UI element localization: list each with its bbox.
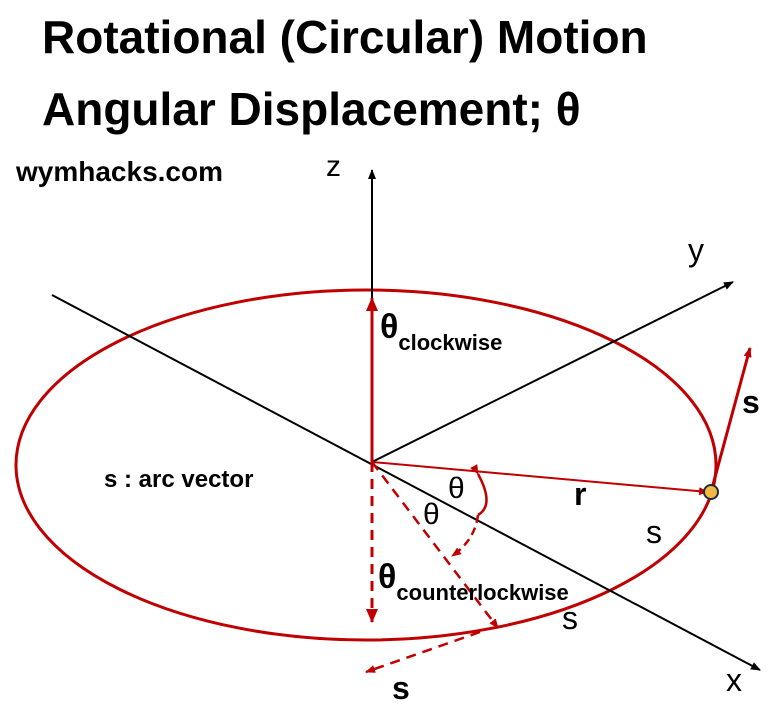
theta-arc-cw: [451, 514, 480, 558]
site-label: wymhacks.com: [16, 156, 223, 187]
x-axis-label: x: [726, 662, 742, 698]
title-line1: Rotational (Circular) Motion: [42, 11, 648, 63]
particle-point: [703, 484, 719, 500]
theta-label-2: θ: [423, 498, 440, 531]
theta-arc-ccw: [470, 464, 488, 517]
theta-symbol: θ: [378, 558, 397, 596]
clockwise-subscript: clockwise: [398, 330, 503, 355]
counterclockwise-subscript: counterlockwise: [396, 580, 569, 605]
arc-vector-label: s : arc vector: [104, 466, 254, 493]
title-line2: Angular Displacement; θ: [42, 83, 581, 135]
r-label: r: [574, 476, 587, 512]
theta-symbol: θ: [380, 308, 399, 346]
theta-counterclockwise-label: θcounterlockwise: [378, 558, 569, 605]
r-rotated-dashed: [371, 461, 499, 629]
s-arc-label-1: s: [646, 514, 662, 550]
r-vector: [371, 461, 709, 496]
s-vector-tangent: [709, 347, 752, 493]
theta-label-1: θ: [448, 472, 465, 505]
theta-clockwise-label: θclockwise: [380, 308, 502, 355]
x-axis: [51, 294, 761, 671]
s-arc-label-2: s: [562, 600, 578, 636]
s-vector-label-2: s: [392, 670, 410, 706]
y-axis-label: y: [688, 232, 704, 268]
s-vector-label-1: s: [742, 384, 760, 420]
y-axis: [371, 281, 734, 463]
z-axis-label: z: [326, 150, 341, 183]
s-vector-dashed: [365, 630, 481, 674]
circular-path: [14, 288, 718, 642]
